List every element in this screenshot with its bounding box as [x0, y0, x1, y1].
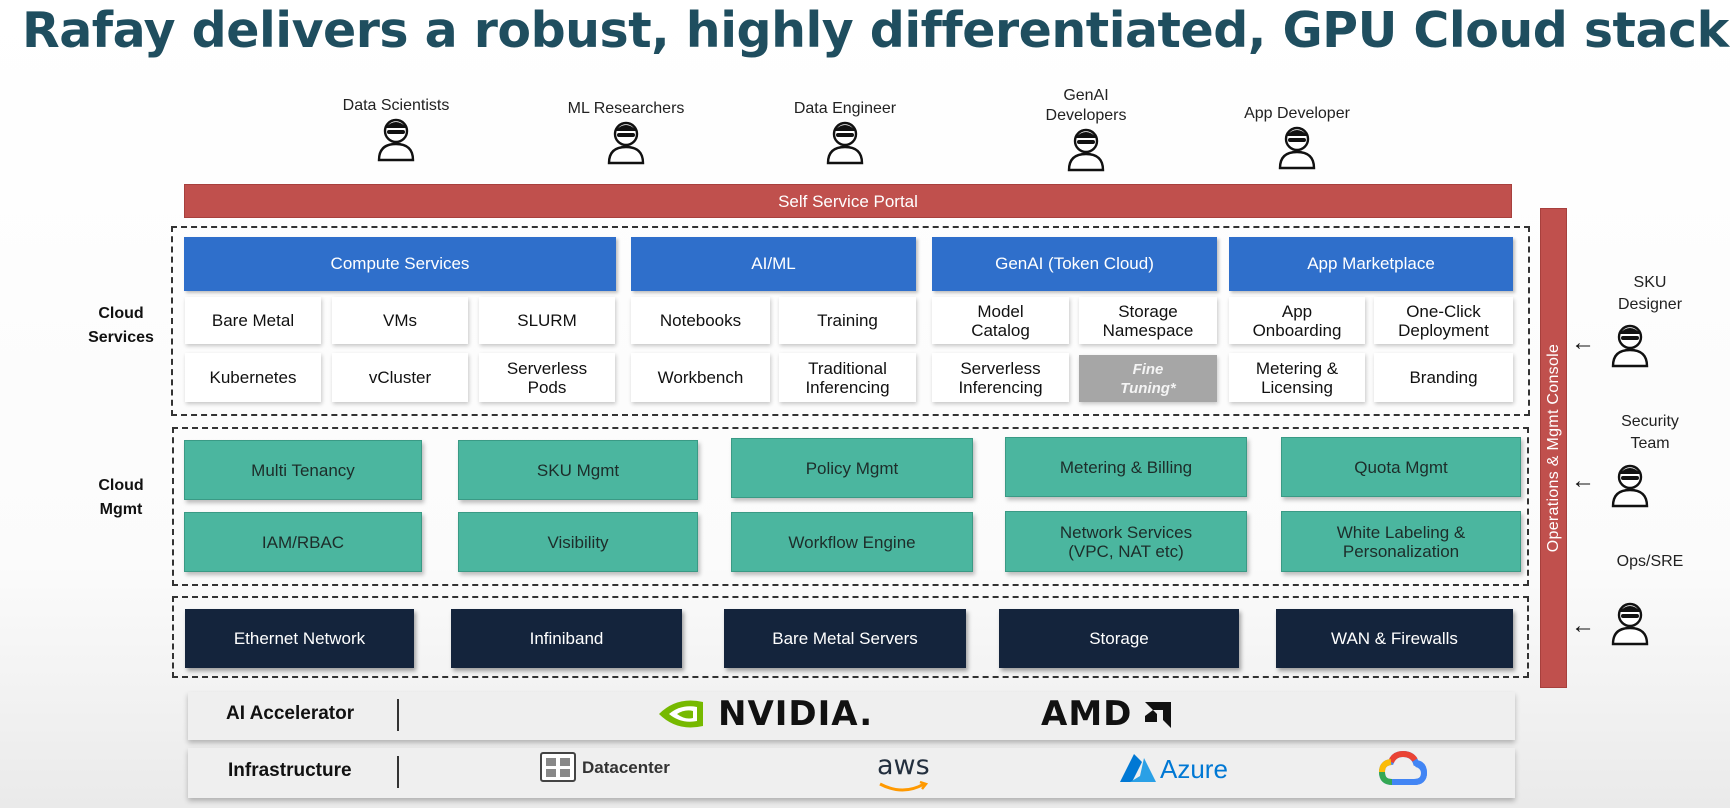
user-icon: [375, 116, 417, 162]
persona-genai-developers: GenAI Developers: [1011, 86, 1161, 177]
mgmt-network-services: Network Services (VPC, NAT etc): [1005, 511, 1247, 572]
infra-infiniband: Infiniband: [451, 609, 682, 668]
persona-data-engineer: Data Engineer: [770, 99, 920, 170]
header-ai-ml: AI/ML: [631, 237, 916, 291]
cloud-services-frame: [171, 226, 1530, 416]
datacenter-icon: [540, 752, 576, 787]
user-icon: [605, 119, 647, 165]
page-title: Rafay delivers a robust, highly differen…: [22, 2, 1729, 59]
mgmt-policy: Policy Mgmt: [731, 438, 973, 498]
self-service-portal-bar: Self Service Portal: [184, 184, 1512, 218]
cloud-mgmt-label: Cloud Mgmt: [98, 477, 144, 518]
ai-accelerator-band: [188, 692, 1515, 740]
persona-label: GenAI Developers: [1045, 87, 1127, 124]
user-icon: [1276, 124, 1318, 170]
header-app-marketplace: App Marketplace: [1229, 237, 1513, 291]
user-icon: [1609, 462, 1651, 508]
nvidia-wordmark: NVIDIA.: [718, 694, 874, 734]
band-divider: [397, 756, 399, 788]
nvidia-logo-icon: [657, 694, 713, 739]
cell-storage-namespace: Storage Namespace: [1079, 297, 1217, 344]
header-genai: GenAI (Token Cloud): [932, 237, 1217, 291]
user-icon: [824, 119, 866, 165]
cell-app-onboarding: App Onboarding: [1229, 297, 1365, 344]
google-cloud-icon: [1378, 750, 1428, 793]
mgmt-quota: Quota Mgmt: [1281, 437, 1521, 497]
cell-slurm: SLURM: [479, 297, 615, 344]
mgmt-iam-rbac: IAM/RBAC: [184, 512, 422, 572]
mgmt-workflow-engine: Workflow Engine: [731, 512, 973, 572]
amd-arrow-icon: [1143, 700, 1173, 735]
aws-smile-icon: [878, 780, 929, 799]
mgmt-white-labeling: White Labeling & Personalization: [1281, 511, 1521, 572]
infra-bare-metal-servers: Bare Metal Servers: [724, 609, 966, 668]
persona-label: ML Researchers: [567, 100, 685, 117]
cell-bare-metal: Bare Metal: [185, 297, 321, 344]
arrow-left-icon: ←: [1571, 467, 1595, 494]
cloud-mgmt-frame: [172, 427, 1529, 586]
mgmt-sku: SKU Mgmt: [458, 440, 698, 500]
operations-console-label: Operations & Mgmt Console: [1544, 343, 1562, 553]
persona-label: App Developer: [1244, 105, 1350, 122]
cell-branding: Branding: [1374, 353, 1513, 402]
cell-traditional-inferencing: Traditional Inferencing: [779, 353, 916, 402]
cell-workbench: Workbench: [631, 353, 770, 402]
header-compute-services: Compute Services: [184, 237, 616, 291]
mgmt-metering-billing: Metering & Billing: [1005, 437, 1247, 497]
user-icon: [1609, 600, 1651, 646]
mgmt-visibility: Visibility: [458, 512, 698, 572]
cell-vcluster: vCluster: [332, 353, 468, 402]
cell-model-catalog: Model Catalog: [932, 297, 1069, 344]
role-sku-designer-label: SKU Designer: [1617, 274, 1683, 313]
persona-label: Data Scientists: [342, 97, 450, 114]
cell-serverless-inferencing: Serverless Inferencing: [932, 353, 1069, 402]
azure-wordmark: Azure: [1160, 754, 1228, 784]
aws-wordmark: aws: [877, 750, 930, 781]
amd-wordmark: AMD: [1041, 694, 1133, 734]
infra-storage: Storage: [999, 609, 1239, 668]
infra-frame: [172, 596, 1529, 678]
ai-accelerator-label: AI Accelerator: [226, 703, 355, 724]
persona-data-scientists: Data Scientists: [321, 96, 471, 167]
band-divider: [397, 699, 399, 731]
cell-fine-tuning: Fine Tuning*: [1079, 355, 1217, 402]
arrow-left-icon: ←: [1571, 612, 1595, 639]
cell-serverless-pods: Serverless Pods: [479, 353, 615, 402]
cell-notebooks: Notebooks: [631, 297, 770, 344]
infrastructure-band: [188, 748, 1515, 798]
persona-label: Data Engineer: [793, 100, 897, 117]
role-security-team-label: Security Team: [1621, 413, 1679, 452]
user-icon: [1065, 126, 1107, 172]
user-icon: [1609, 322, 1651, 368]
cloud-services-label: Cloud Services: [88, 305, 154, 346]
cell-training: Training: [779, 297, 916, 344]
role-ops-sre-label: Ops/SRE: [1616, 553, 1684, 570]
arrow-left-icon: ←: [1571, 329, 1595, 356]
infra-wan-firewalls: WAN & Firewalls: [1276, 609, 1513, 668]
operations-console-bar: Operations & Mgmt Console: [1540, 208, 1567, 688]
persona-ml-researchers: ML Researchers: [551, 99, 701, 170]
persona-app-developer: App Developer: [1222, 104, 1372, 175]
cell-one-click-deployment: One-Click Deployment: [1374, 297, 1513, 344]
azure-logo-icon: [1116, 752, 1160, 789]
cell-kubernetes: Kubernetes: [185, 353, 321, 402]
infrastructure-label: Infrastructure: [228, 760, 352, 781]
datacenter-label: Datacenter: [582, 758, 670, 777]
infra-ethernet-network: Ethernet Network: [185, 609, 414, 668]
cell-vms: VMs: [332, 297, 468, 344]
cell-metering-licensing: Metering & Licensing: [1229, 353, 1365, 402]
mgmt-multi-tenancy: Multi Tenancy: [184, 440, 422, 500]
